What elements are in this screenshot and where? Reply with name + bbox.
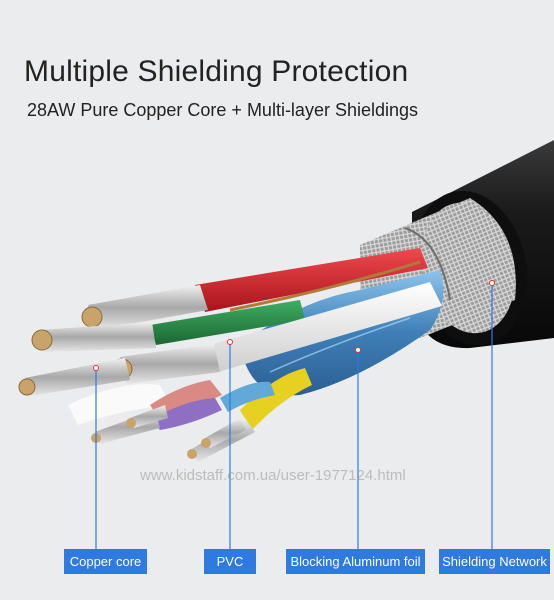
- page-title: Multiple Shielding Protection: [24, 55, 409, 88]
- clear-insulation: [68, 384, 170, 425]
- pink-purple-pair: [91, 380, 222, 444]
- copper-core-label: Copper core: [64, 549, 147, 574]
- leader-lines: [95, 283, 493, 549]
- red-wire: [81, 248, 428, 330]
- yellow-blue-pair: [187, 368, 312, 462]
- pvc-dot: [227, 339, 233, 345]
- pvc-label: PVC: [204, 549, 256, 574]
- page-subtitle: 28AW Pure Copper Core + Multi-layer Shie…: [27, 100, 419, 120]
- watermark: www.kidstaff.com.ua/user-1977124.html: [140, 467, 406, 484]
- leader-dots: [93, 280, 495, 371]
- green-wire: [31, 300, 305, 352]
- shielding-network-label: Shielding Network: [439, 549, 550, 574]
- aluminum-foil-label: Blocking Aluminum foil: [286, 549, 425, 574]
- drain-wire: [229, 260, 421, 312]
- network-dot: [489, 280, 495, 286]
- copper-lead: [18, 358, 130, 396]
- copper-dot: [93, 365, 99, 371]
- foil-dot: [355, 347, 361, 353]
